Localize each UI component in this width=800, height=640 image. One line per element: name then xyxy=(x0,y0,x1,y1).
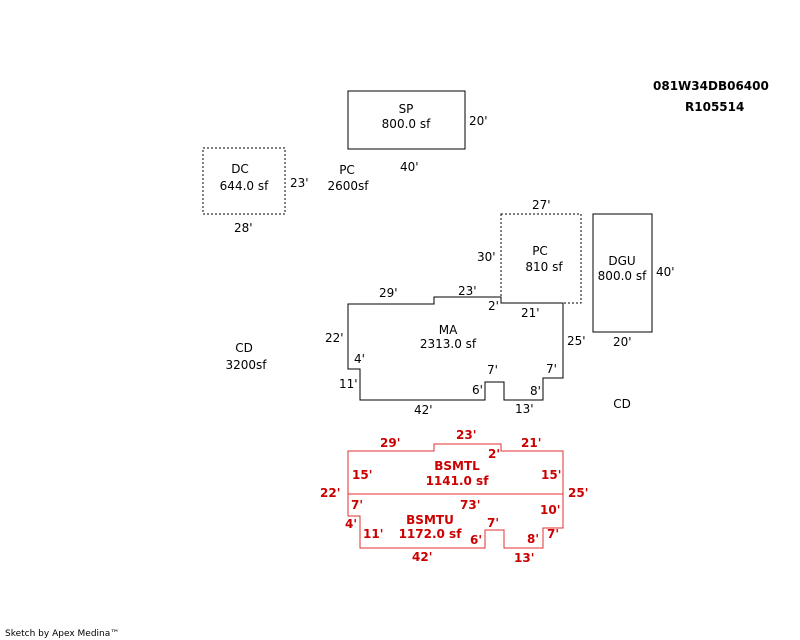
cd-right-label: CD xyxy=(613,397,631,411)
ma-area: 2313.0 sf xyxy=(420,337,477,351)
dgu-area: 800.0 sf xyxy=(598,269,647,283)
area-sp: SP 800.0 sf 20' 40' xyxy=(347,90,488,174)
cd-left-area: 3200sf xyxy=(225,358,267,372)
area-pc: 27' 30' PC 810 sf 21' xyxy=(477,198,582,320)
sp-dim-right: 20' xyxy=(469,114,488,128)
pc-top-label: PC xyxy=(339,163,355,177)
bsmtl-area: 1141.0 sf xyxy=(426,474,490,488)
dc-dim-bottom: 28' xyxy=(234,221,253,235)
cd-left-label: CD xyxy=(235,341,253,355)
bsmtu-dim-left-upper: 7' xyxy=(351,498,363,512)
parcel-id: 081W34DB06400 xyxy=(653,79,769,93)
bsmtu-dim-notch-top: 7' xyxy=(487,516,499,530)
bsmtl-dim-left: 15' xyxy=(352,468,372,482)
dgu-dim-right: 40' xyxy=(656,265,675,279)
dgu-label: DGU xyxy=(608,254,635,268)
basement-dim-left: 22' xyxy=(320,486,340,500)
dc-label: DC xyxy=(231,162,249,176)
ma-dim-right-step: 7' xyxy=(546,362,557,376)
bsmtu-dim-right-step: 7' xyxy=(547,527,559,541)
bsmtl-dim-step: 2' xyxy=(488,447,500,461)
bsmtl-dim-top-mid: 23' xyxy=(456,428,476,442)
ma-dim-left: 22' xyxy=(325,331,344,345)
sp-label: SP xyxy=(399,102,414,116)
dgu-dim-bottom: 20' xyxy=(613,335,632,349)
ma-dim-right: 25' xyxy=(567,334,586,348)
bsmtl-label: BSMTL xyxy=(434,459,480,473)
bsmtu-area: 1172.0 sf xyxy=(399,527,463,541)
area-dgu: DGU 800.0 sf 40' 20' xyxy=(592,213,675,349)
ma-label: MA xyxy=(439,323,458,337)
sp-dim-bottom: 40' xyxy=(400,160,419,174)
area-dc: DC 644.0 sf 23' 28' xyxy=(202,147,309,235)
bsmtl-dim-right: 15' xyxy=(541,468,561,482)
footer-credit: Sketch by Apex Medina™ xyxy=(5,629,119,639)
sp-area: 800.0 sf xyxy=(382,117,431,131)
ma-dim-bottom-left: 42' xyxy=(414,403,433,417)
dc-area: 644.0 sf xyxy=(220,179,269,193)
area-basement: 22' 25' BSMTL 1141.0 sf 29' 23' 2' 21' 1… xyxy=(320,428,588,565)
bsmtu-dim-notch-left: 6' xyxy=(470,533,482,547)
ma-dim-top-mid: 23' xyxy=(458,284,477,298)
dc-outline xyxy=(202,147,286,215)
bsmtu-dim-left-lower: 11' xyxy=(363,527,383,541)
bsmtu-dim-bottom-right: 13' xyxy=(514,551,534,565)
pc-top-area: 2600sf xyxy=(327,179,369,193)
ma-dim-step: 2' xyxy=(488,299,499,313)
bsmtl-dim-top-right: 21' xyxy=(521,436,541,450)
basement-dim-right: 25' xyxy=(568,486,588,500)
pc-dim-bottom: 21' xyxy=(521,306,540,320)
bsmtu-dim-left-step: 4' xyxy=(345,517,357,531)
pc-area: 810 sf xyxy=(525,260,563,274)
pc-label: PC xyxy=(532,244,548,258)
pc-dim-top: 27' xyxy=(532,198,551,212)
bsmtu-dim-notch-right: 8' xyxy=(527,532,539,546)
area-ma: MA 2313.0 sf 29' 23' 2' 25' 22' 4' 11' 4… xyxy=(325,284,586,417)
ma-dim-notch-right: 8' xyxy=(530,384,541,398)
sp-outline xyxy=(347,90,466,150)
ma-dim-left-lower: 11' xyxy=(339,377,358,391)
ma-dim-notch-top: 7' xyxy=(487,363,498,377)
ma-dim-notch-left: 6' xyxy=(472,383,483,397)
pc-dim-left: 30' xyxy=(477,250,496,264)
ma-dim-top-left: 29' xyxy=(379,286,398,300)
ma-dim-bottom-right: 13' xyxy=(515,402,534,416)
bsmtu-dim-mid: 73' xyxy=(460,498,480,512)
bsmtu-dim-bottom-left: 42' xyxy=(412,550,432,564)
dc-dim-right: 23' xyxy=(290,176,309,190)
dgu-outline xyxy=(592,213,653,333)
bsmtu-dim-right-upper: 10' xyxy=(540,503,560,517)
account-number: R105514 xyxy=(685,100,744,114)
basement-outline xyxy=(347,443,564,549)
ma-outline xyxy=(347,296,564,401)
ma-dim-left-step: 4' xyxy=(354,352,365,366)
bsmtl-dim-top-left: 29' xyxy=(380,436,400,450)
pc-outline xyxy=(500,213,582,304)
bsmtu-label: BSMTU xyxy=(406,513,454,527)
